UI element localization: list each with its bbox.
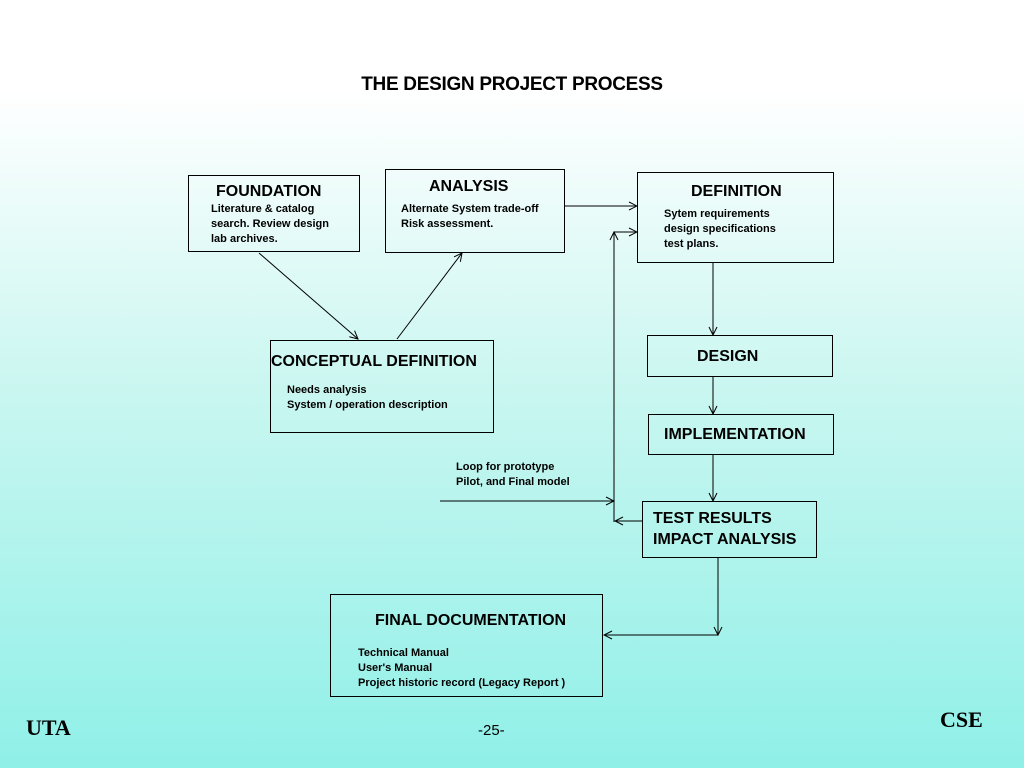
definition-box: DEFINITION Sytem requirements design spe… — [637, 172, 834, 263]
analysis-box: ANALYSIS Alternate System trade-off Risk… — [385, 169, 565, 253]
text-line: Project historic record (Legacy Report ) — [358, 677, 566, 689]
text-line: Literature & catalog — [211, 203, 315, 215]
design-box: DESIGN — [647, 335, 833, 377]
text-line: design specifications — [664, 223, 776, 235]
text-line: Risk assessment. — [401, 218, 494, 230]
design-heading: DESIGN — [697, 348, 759, 365]
final-documentation-box: FINAL DOCUMENTATION Technical Manual Use… — [330, 594, 603, 697]
analysis-text: Alternate System trade-off Risk assessme… — [401, 202, 539, 232]
text-line: test plans. — [664, 238, 719, 250]
text-line: TEST RESULTS — [653, 510, 772, 527]
test-heading: TEST RESULTS IMPACT ANALYSIS — [653, 508, 796, 550]
footer-right-cse: CSE — [940, 707, 983, 732]
foundation-heading: FOUNDATION — [216, 183, 322, 200]
text-line: IMPACT ANALYSIS — [653, 531, 797, 548]
footer-left-uta: UTA — [26, 715, 71, 740]
text-line: Loop for prototype — [456, 461, 555, 473]
analysis-heading: ANALYSIS — [429, 178, 509, 195]
definition-text: Sytem requirements design specifications… — [664, 207, 776, 252]
text-line: User's Manual — [358, 662, 433, 674]
arrow-conceptual-to-analysis — [396, 253, 462, 340]
conceptual-text: Needs analysis System / operation descri… — [287, 383, 448, 413]
text-line: search. Review design — [211, 218, 329, 230]
final-heading: FINAL DOCUMENTATION — [375, 612, 567, 629]
foundation-box: FOUNDATION Literature & catalog search. … — [188, 175, 360, 252]
page-title: THE DESIGN PROJECT PROCESS — [361, 74, 663, 95]
text-line: Pilot, and Final model — [456, 476, 570, 488]
definition-heading: DEFINITION — [691, 183, 782, 200]
conceptual-definition-box: CONCEPTUAL DEFINITION Needs analysis Sys… — [270, 340, 494, 433]
implementation-box: IMPLEMENTATION — [648, 414, 834, 455]
final-text: Technical Manual User's Manual Project h… — [358, 646, 565, 691]
text-line: Alternate System trade-off — [401, 203, 539, 215]
text-line: Technical Manual — [358, 647, 449, 659]
text-line: System / operation description — [287, 399, 448, 411]
loop-note: Loop for prototype Pilot, and Final mode… — [456, 460, 570, 490]
text-line: lab archives. — [211, 233, 278, 245]
conceptual-heading: CONCEPTUAL DEFINITION — [271, 353, 477, 370]
implementation-heading: IMPLEMENTATION — [664, 426, 806, 443]
page-number: -25- — [478, 722, 505, 739]
text-line: Sytem requirements — [664, 208, 770, 220]
text-line: Needs analysis — [287, 384, 367, 396]
test-results-box: TEST RESULTS IMPACT ANALYSIS — [642, 501, 817, 558]
foundation-text: Literature & catalog search. Review desi… — [211, 202, 329, 247]
arrow-loop-to-definition — [613, 232, 637, 522]
arrow-foundation-to-conceptual — [258, 252, 358, 339]
